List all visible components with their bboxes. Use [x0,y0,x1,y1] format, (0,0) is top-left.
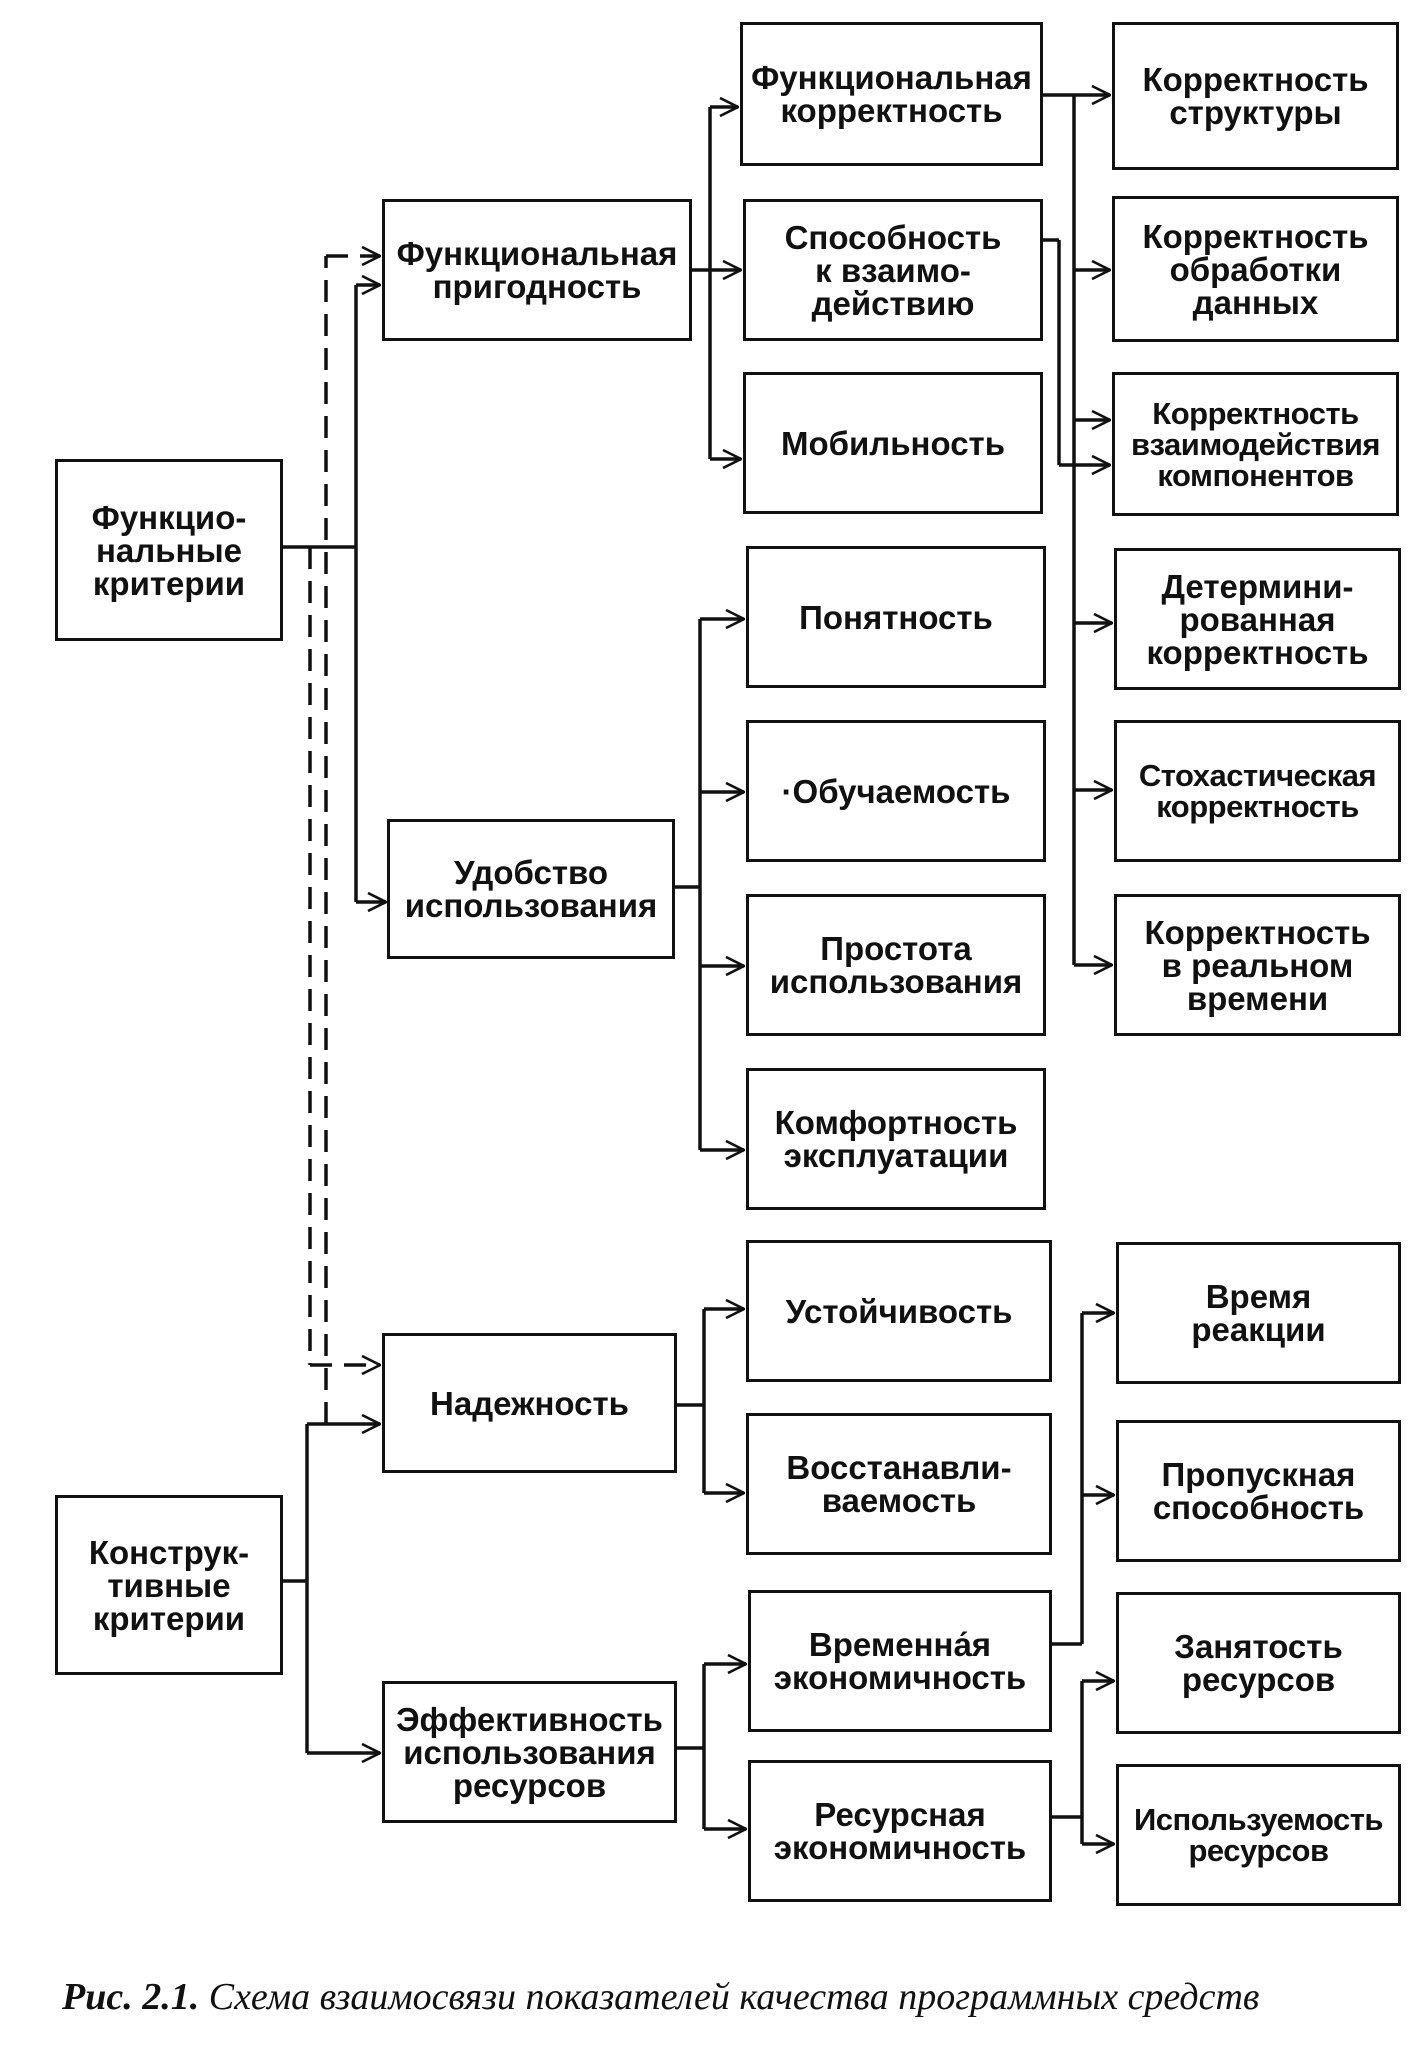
box-resource-efficiency: Эффективность использования ресурсов [382,1681,677,1823]
connectors-solid [283,95,1114,1844]
box-functional-suitability: Функциональная пригодность [382,199,692,341]
box-ease-of-use: Простота использования [746,894,1046,1036]
box-throughput: Пропускная способность [1116,1420,1401,1562]
connectors-dashed [308,256,380,1424]
box-recoverability: Восстанавли- ваемость [746,1413,1052,1555]
box-interoperability: Способность к взаимо- действию [743,199,1043,341]
box-usability: Удобство использования [387,819,675,959]
box-functional-correctness: Функциональная корректность [740,22,1043,166]
box-resource-occupancy: Занятость ресурсов [1116,1592,1401,1734]
box-realtime-correctness: Корректность в реальном времени [1114,894,1401,1036]
box-learnability: ·Обучаемость [746,720,1046,862]
box-resource-utilization: Используемость ресурсов [1116,1764,1401,1906]
box-stability: Устойчивость [746,1240,1052,1382]
box-reliability: Надежность [382,1333,677,1473]
box-time-economy: Временна́я экономичность [748,1590,1052,1732]
box-deterministic-correctness: Детермини- рованная корректность [1114,548,1401,690]
box-component-interaction-correctness: Корректность взаимодействия компонентов [1112,372,1399,516]
box-resource-economy: Ресурсная экономичность [748,1760,1052,1902]
box-structure-correctness: Корректность структуры [1112,22,1399,170]
box-stochastic-correctness: Стохастическая корректность [1114,720,1401,862]
box-mobility: Мобильность [743,372,1043,514]
box-functional-criteria: Функцио- нальные критерии [55,459,283,641]
box-constructive-criteria: Конструк- тивные критерии [55,1495,283,1675]
box-reaction-time: Время реакции [1116,1242,1401,1384]
caption-text: Схема взаимосвязи показателей качества п… [208,1976,1260,2018]
caption-label: Рис. 2.1. [62,1976,200,2018]
box-understandability: Понятность [746,546,1046,688]
box-operating-comfort: Комфортность эксплуатации [746,1068,1046,1210]
box-data-processing-correctness: Корректность обработки данных [1112,196,1399,342]
figure-caption: Рис. 2.1. Схема взаимосвязи показателей … [62,1975,1362,2019]
